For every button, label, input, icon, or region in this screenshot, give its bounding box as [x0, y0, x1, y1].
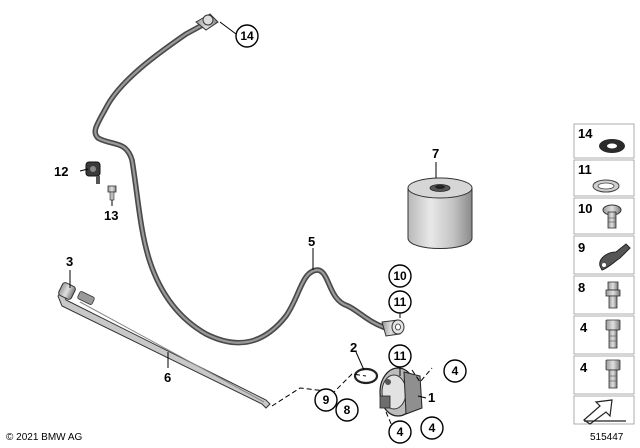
legend-row-11[interactable]: 11 [573, 159, 635, 197]
svg-text:10: 10 [393, 269, 407, 283]
callout-12: 12 [54, 164, 68, 179]
sealing-ring-icon [592, 179, 620, 193]
callout-4c-circle: 4 [420, 416, 444, 440]
legend-row-8[interactable]: 8 [573, 275, 635, 315]
svg-text:11: 11 [578, 162, 592, 177]
legend-row-9[interactable]: 9 [573, 235, 635, 275]
legend-row-10[interactable]: 10 [573, 197, 635, 235]
callout-11-circle: 11 [388, 290, 412, 314]
svg-text:4: 4 [580, 360, 588, 375]
callout-8-circle: 8 [335, 398, 359, 422]
svg-text:4: 4 [397, 425, 404, 439]
bottom-fitting [381, 319, 405, 337]
callout-4b-circle: 4 [388, 420, 412, 444]
callout-2: 2 [350, 340, 357, 355]
svg-text:4: 4 [580, 320, 588, 335]
diagram-number: 515447 [590, 432, 624, 443]
next-arrow-button[interactable] [573, 395, 635, 425]
svg-text:8: 8 [344, 403, 351, 417]
callout-10-circle: 10 [388, 264, 412, 288]
svg-text:14: 14 [240, 29, 254, 43]
parts-legend: 14 11 10 [573, 123, 635, 425]
filter-cartridge [407, 177, 473, 249]
banjo-bolt-icon [602, 204, 622, 229]
callout-6: 6 [164, 370, 171, 385]
grommet-icon [599, 139, 625, 153]
legend-row-4a[interactable]: 4 [573, 315, 635, 355]
hex-bolt-icon [605, 319, 621, 349]
callout-5: 5 [308, 234, 315, 249]
hex-bolt-icon [605, 359, 621, 389]
callout-3: 3 [66, 254, 73, 269]
svg-text:4: 4 [452, 364, 459, 378]
assembly-line-bolt-a [411, 367, 433, 383]
svg-text:11: 11 [394, 295, 407, 309]
copyright-notice: © 2021 BMW AG [6, 432, 83, 443]
legend-row-14[interactable]: 14 [573, 123, 635, 159]
callout-14-circle: 14 [235, 24, 259, 48]
callout-13: 13 [104, 208, 118, 223]
callout-11b-circle: 11 [388, 344, 412, 368]
svg-text:14: 14 [578, 126, 593, 141]
holder-screw [107, 185, 117, 201]
svg-text:9: 9 [578, 240, 585, 255]
top-fitting [195, 13, 219, 31]
svg-text:9: 9 [323, 393, 330, 407]
callout-9-circle: 9 [314, 388, 338, 412]
push-rod [57, 282, 271, 409]
svg-text:10: 10 [578, 201, 592, 216]
o-ring [353, 367, 379, 385]
callout-4a-circle: 4 [443, 359, 467, 383]
legend-row-4b[interactable]: 4 [573, 355, 635, 395]
arrow-icon [583, 399, 613, 425]
svg-text:4: 4 [429, 421, 436, 435]
holder-clip [85, 161, 101, 184]
svg-text:8: 8 [578, 280, 585, 295]
callout-7: 7 [432, 146, 439, 161]
bracket-icon [599, 243, 631, 271]
bleed-screw-icon [605, 281, 621, 309]
pump-assembly [379, 367, 423, 417]
callout-1: 1 [428, 390, 435, 405]
brake-hose [92, 19, 401, 346]
svg-text:11: 11 [394, 349, 407, 363]
